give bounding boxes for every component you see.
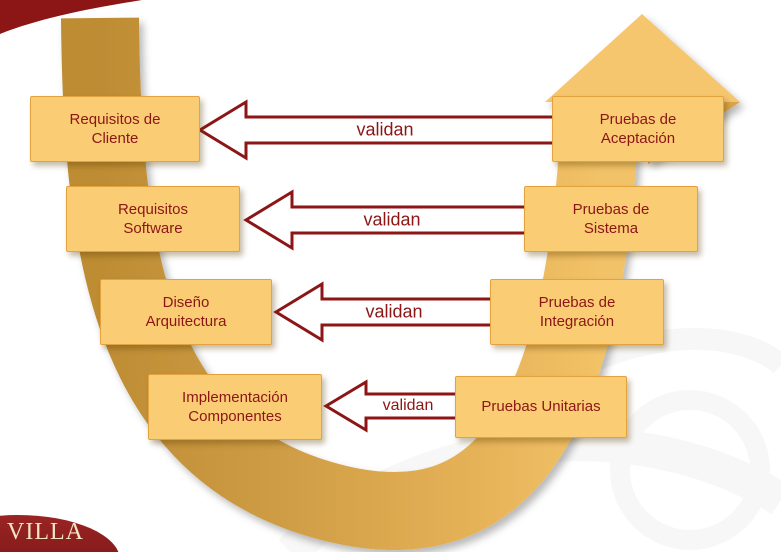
box-line: Requisitos: [117, 200, 189, 218]
arrow-label-validan: validan: [356, 119, 414, 140]
box-line: Pruebas de: [599, 110, 677, 128]
box-line: Diseño: [162, 293, 210, 311]
logo-background: [0, 515, 119, 552]
phase-box-diseno-arquitectura: Diseño Arquitectura: [100, 279, 272, 345]
box-line: Arquitectura: [145, 313, 227, 330]
arrow-label-validan: validan: [382, 397, 434, 414]
box-line: Pruebas de: [538, 293, 616, 311]
test-box-pruebas-sistema: Pruebas de Sistema: [524, 186, 698, 252]
test-box-pruebas-integracion: Pruebas de Integración: [490, 279, 664, 345]
box-line: Aceptación: [600, 130, 676, 147]
v-ribbon-arrowhead-icon: [545, 14, 740, 102]
corner-banner: [0, 0, 142, 34]
box-line: Software: [123, 220, 183, 237]
test-box-pruebas-unitarias: Pruebas Unitarias: [455, 376, 627, 438]
box-line: Pruebas de: [572, 200, 650, 218]
phase-box-requisitos-software: Requisitos Software: [66, 186, 240, 252]
arrow-label-validan: validan: [365, 301, 423, 322]
box-line: Componentes: [188, 408, 282, 425]
box-line: Pruebas Unitarias: [481, 398, 601, 416]
logo-sevilla: VILLA: [7, 519, 84, 545]
box-line: Integración: [539, 313, 615, 330]
test-box-pruebas-aceptacion: Pruebas de Aceptación: [552, 96, 724, 162]
box-line: Requisitos de: [69, 110, 161, 128]
box-line: Cliente: [91, 130, 139, 147]
arrow-label-validan: validan: [363, 209, 421, 230]
box-line: Implementación: [182, 388, 288, 406]
phase-box-implementacion-componentes: Implementación Componentes: [148, 374, 322, 440]
phase-box-requisitos-cliente: Requisitos de Cliente: [30, 96, 200, 162]
box-line: Sistema: [583, 220, 639, 237]
